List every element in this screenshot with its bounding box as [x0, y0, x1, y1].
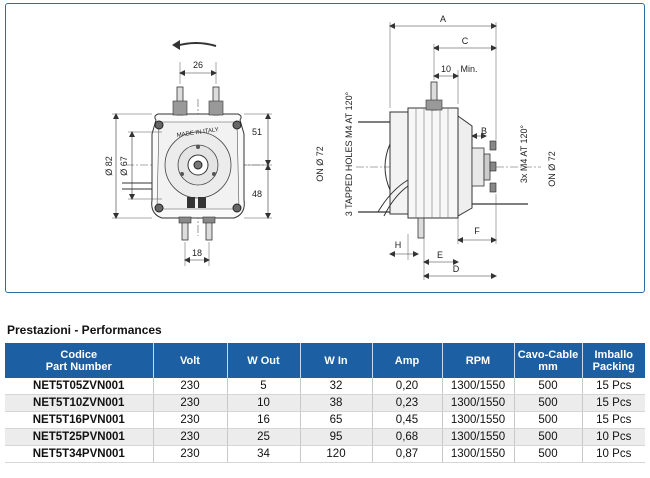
front-view: MADE IN ITALY 26 18 Ø 82 Ø 67 51 48 — [104, 40, 272, 266]
side-view: A C 10 Min. B H F E D ON Ø 72 3 TAPPED H… — [315, 14, 557, 280]
header-amp-line: Amp — [394, 354, 420, 367]
table-cell: 32 — [300, 378, 373, 395]
header-rpm: RPM — [442, 343, 515, 378]
table-cell: 15 Pcs — [582, 411, 645, 429]
dim-a: A — [440, 14, 446, 24]
dim-18: 18 — [192, 248, 202, 258]
dim-phi-82: Ø 82 — [104, 156, 114, 176]
part-number-cell: NET5T05ZVN001 — [5, 378, 154, 395]
header-part-number-line: Part Number — [45, 360, 112, 373]
header-cable-line: Cavo-Cable — [517, 348, 579, 361]
on-72-left-label: ON Ø 72 — [315, 146, 325, 182]
table-cell: 5 — [227, 378, 301, 395]
made-in-italy-label: MADE IN ITALY — [176, 127, 219, 139]
dim-h: H — [395, 240, 402, 250]
table-cell: 65 — [300, 411, 373, 429]
table-cell: 10 Pcs — [582, 428, 645, 446]
header-amp: Amp — [372, 343, 443, 378]
table-cell: 95 — [300, 428, 373, 446]
dim-e: E — [437, 250, 443, 260]
on-72-right-label: ON Ø 72 — [547, 151, 557, 187]
table-cell: 15 Pcs — [582, 394, 645, 412]
table-cell: 16 — [227, 411, 301, 429]
header-w-in-line: W In — [324, 354, 348, 367]
part-number-cell: NET5T34PVN001 — [5, 445, 154, 463]
dim-d: D — [453, 264, 460, 274]
dim-10: 10 — [441, 64, 451, 74]
table-cell: 1300/1550 — [442, 445, 515, 463]
table-cell: 15 Pcs — [582, 378, 645, 395]
tapped-holes-label: 3 TAPPED HOLES M4 AT 120° — [344, 91, 354, 216]
dim-f: F — [474, 226, 480, 236]
header-volt-line: Volt — [180, 354, 200, 367]
table-cell: 230 — [153, 378, 228, 395]
table-cell: 500 — [514, 445, 583, 463]
m4-right-label: 3x M4 AT 120° — [519, 124, 529, 183]
table-cell: 230 — [153, 394, 228, 412]
dim-26: 26 — [193, 60, 203, 70]
table-cell: 500 — [514, 428, 583, 446]
header-packing-line: Packing — [592, 360, 635, 373]
part-number-cell: NET5T10ZVN001 — [5, 394, 154, 412]
table-cell: 120 — [300, 445, 373, 463]
table-cell: 230 — [153, 411, 228, 429]
dim-min: Min. — [460, 64, 477, 74]
dim-51: 51 — [252, 127, 262, 137]
table-cell: 0,23 — [372, 394, 443, 412]
header-w-out: W Out — [227, 343, 301, 378]
header-part-number-line: Codice — [60, 348, 98, 361]
table-cell: 0,20 — [372, 378, 443, 395]
curved-arrow-icon — [172, 40, 217, 50]
header-cable-line: mm — [538, 360, 558, 373]
dim-b: B — [481, 126, 487, 136]
header-packing-line: Imballo — [594, 348, 633, 361]
table-cell: 230 — [153, 428, 228, 446]
header-rpm-line: RPM — [465, 354, 491, 367]
section-title: Prestazioni - Performances — [7, 323, 162, 337]
header-volt: Volt — [153, 343, 228, 378]
table-cell: 1300/1550 — [442, 411, 515, 429]
technical-drawing-frame: MADE IN ITALY 26 18 Ø 82 Ø 67 51 48 — [5, 3, 645, 293]
table-cell: 25 — [227, 428, 301, 446]
table-cell: 1300/1550 — [442, 394, 515, 412]
header-w-out-line: W Out — [247, 354, 280, 367]
table-cell: 1300/1550 — [442, 428, 515, 446]
dim-phi-67: Ø 67 — [119, 156, 129, 176]
table-cell: 0,87 — [372, 445, 443, 463]
table-cell: 34 — [227, 445, 301, 463]
table-cell: 230 — [153, 445, 228, 463]
table-cell: 0,45 — [372, 411, 443, 429]
dim-c: C — [462, 36, 469, 46]
table-cell: 10 — [227, 394, 301, 412]
table-cell: 500 — [514, 394, 583, 412]
table-cell: 500 — [514, 378, 583, 395]
header-w-in: W In — [300, 343, 373, 378]
dim-48: 48 — [252, 189, 262, 199]
table-cell: 1300/1550 — [442, 378, 515, 395]
table-cell: 500 — [514, 411, 583, 429]
part-number-cell: NET5T25PVN001 — [5, 428, 154, 446]
table-cell: 0,68 — [372, 428, 443, 446]
technical-drawing: MADE IN ITALY 26 18 Ø 82 Ø 67 51 48 — [104, 14, 557, 280]
table-cell: 38 — [300, 394, 373, 412]
table-cell: 10 Pcs — [582, 445, 645, 463]
part-number-cell: NET5T16PVN001 — [5, 411, 154, 429]
